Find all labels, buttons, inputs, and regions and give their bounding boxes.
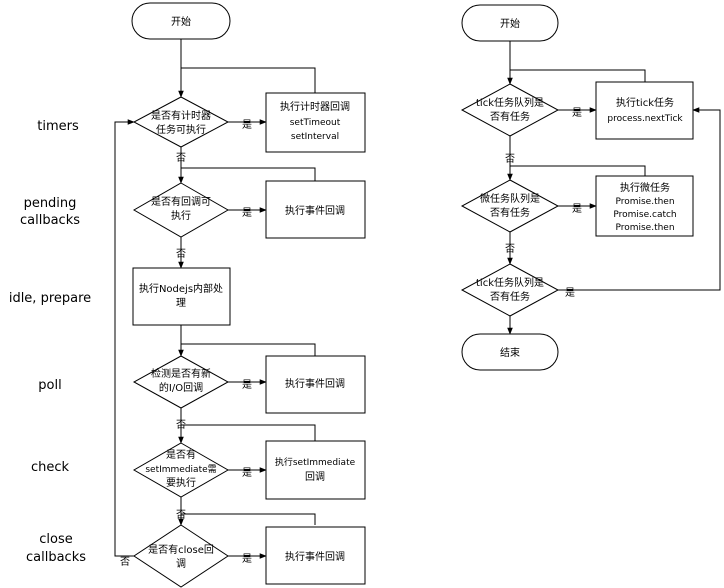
svg-text:是: 是 <box>242 467 252 479</box>
close-action <box>265 526 366 585</box>
svg-text:setImmediate需: setImmediate需 <box>145 464 216 475</box>
stage-close-callbacks-line2: callbacks <box>26 550 86 565</box>
svg-text:是: 是 <box>572 107 582 119</box>
stage-poll: poll <box>38 378 61 393</box>
svg-text:否: 否 <box>120 556 130 568</box>
svg-text:Promise.then: Promise.then <box>615 197 674 207</box>
micro-decision <box>460 179 560 233</box>
svg-text:调: 调 <box>176 558 186 570</box>
close-decision <box>133 524 229 588</box>
svg-text:是否有: 是否有 <box>166 448 196 461</box>
stage-check: check <box>31 460 70 475</box>
svg-text:否有任务: 否有任务 <box>490 290 530 303</box>
svg-text:执行tick任务: 执行tick任务 <box>616 96 674 109</box>
svg-text:执行微任务: 执行微任务 <box>620 181 670 194</box>
timers-decision <box>132 96 230 148</box>
svg-text:执行setImmediate: 执行setImmediate <box>275 456 356 468</box>
poll-action-label: 执行事件回调 <box>285 377 345 390</box>
svg-text:setInterval: setInterval <box>291 132 339 142</box>
svg-text:否有任务: 否有任务 <box>490 206 530 219</box>
right-end-node <box>461 333 559 371</box>
svg-text:setTimeout: setTimeout <box>290 118 341 128</box>
tick-action <box>595 81 694 140</box>
svg-text:是: 是 <box>242 379 252 391</box>
svg-text:tick任务队列是: tick任务队列是 <box>476 276 544 289</box>
poll-decision <box>132 355 230 409</box>
svg-text:是: 是 <box>242 553 252 565</box>
svg-text:的I/O回调: 的I/O回调 <box>159 381 203 394</box>
svg-text:是否有计时器: 是否有计时器 <box>151 109 211 122</box>
poll-action <box>265 355 366 414</box>
svg-text:执行: 执行 <box>171 209 191 222</box>
pending-decision <box>132 182 230 238</box>
timers-action <box>265 92 366 153</box>
right-end-label: 结束 <box>500 346 520 359</box>
tick2-decision <box>460 263 560 317</box>
svg-text:是: 是 <box>242 207 252 219</box>
svg-text:理: 理 <box>176 297 186 309</box>
left-start-label: 开始 <box>171 15 191 28</box>
pending-action-label: 执行事件回调 <box>285 204 345 217</box>
idle-action <box>132 267 231 326</box>
stage-timers: timers <box>37 119 79 134</box>
svg-text:回调: 回调 <box>305 471 325 483</box>
svg-text:是否有回调可: 是否有回调可 <box>151 195 211 208</box>
svg-text:Promise.catch: Promise.catch <box>613 210 676 220</box>
close-action-label: 执行事件回调 <box>285 550 345 563</box>
tick2-yes-loop <box>558 107 721 291</box>
svg-text:执行计时器回调: 执行计时器回调 <box>280 100 350 113</box>
right-start-label: 开始 <box>500 17 520 30</box>
micro-action <box>595 175 694 237</box>
svg-text:检测是否有新: 检测是否有新 <box>151 367 211 380</box>
svg-text:是: 是 <box>242 119 252 131</box>
stage-pending-callbacks-line1: pending <box>24 196 77 211</box>
svg-text:process.nextTick: process.nextTick <box>607 114 683 124</box>
svg-text:是: 是 <box>572 203 582 215</box>
svg-text:是: 是 <box>565 287 575 299</box>
svg-text:执行Nodejs内部处: 执行Nodejs内部处 <box>139 282 223 295</box>
svg-text:任务可执行: 任务可执行 <box>156 123 206 136</box>
svg-text:是否有close回: 是否有close回 <box>148 543 214 556</box>
tick1-decision <box>460 83 560 137</box>
svg-text:微任务队列是: 微任务队列是 <box>480 192 540 205</box>
check-action <box>265 440 366 500</box>
svg-text:要执行: 要执行 <box>166 476 196 489</box>
loop-back-line <box>114 119 135 557</box>
pending-action <box>265 180 366 239</box>
stage-labels: timers pending callbacks idle, prepare p… <box>9 119 91 565</box>
stage-idle-prepare: idle, prepare <box>9 291 91 306</box>
stage-close-callbacks-line1: close <box>39 532 72 547</box>
svg-text:否有任务: 否有任务 <box>490 110 530 123</box>
svg-text:Promise.then: Promise.then <box>615 223 674 233</box>
svg-text:tick任务队列是: tick任务队列是 <box>476 96 544 109</box>
stage-pending-callbacks-line2: callbacks <box>20 213 80 228</box>
